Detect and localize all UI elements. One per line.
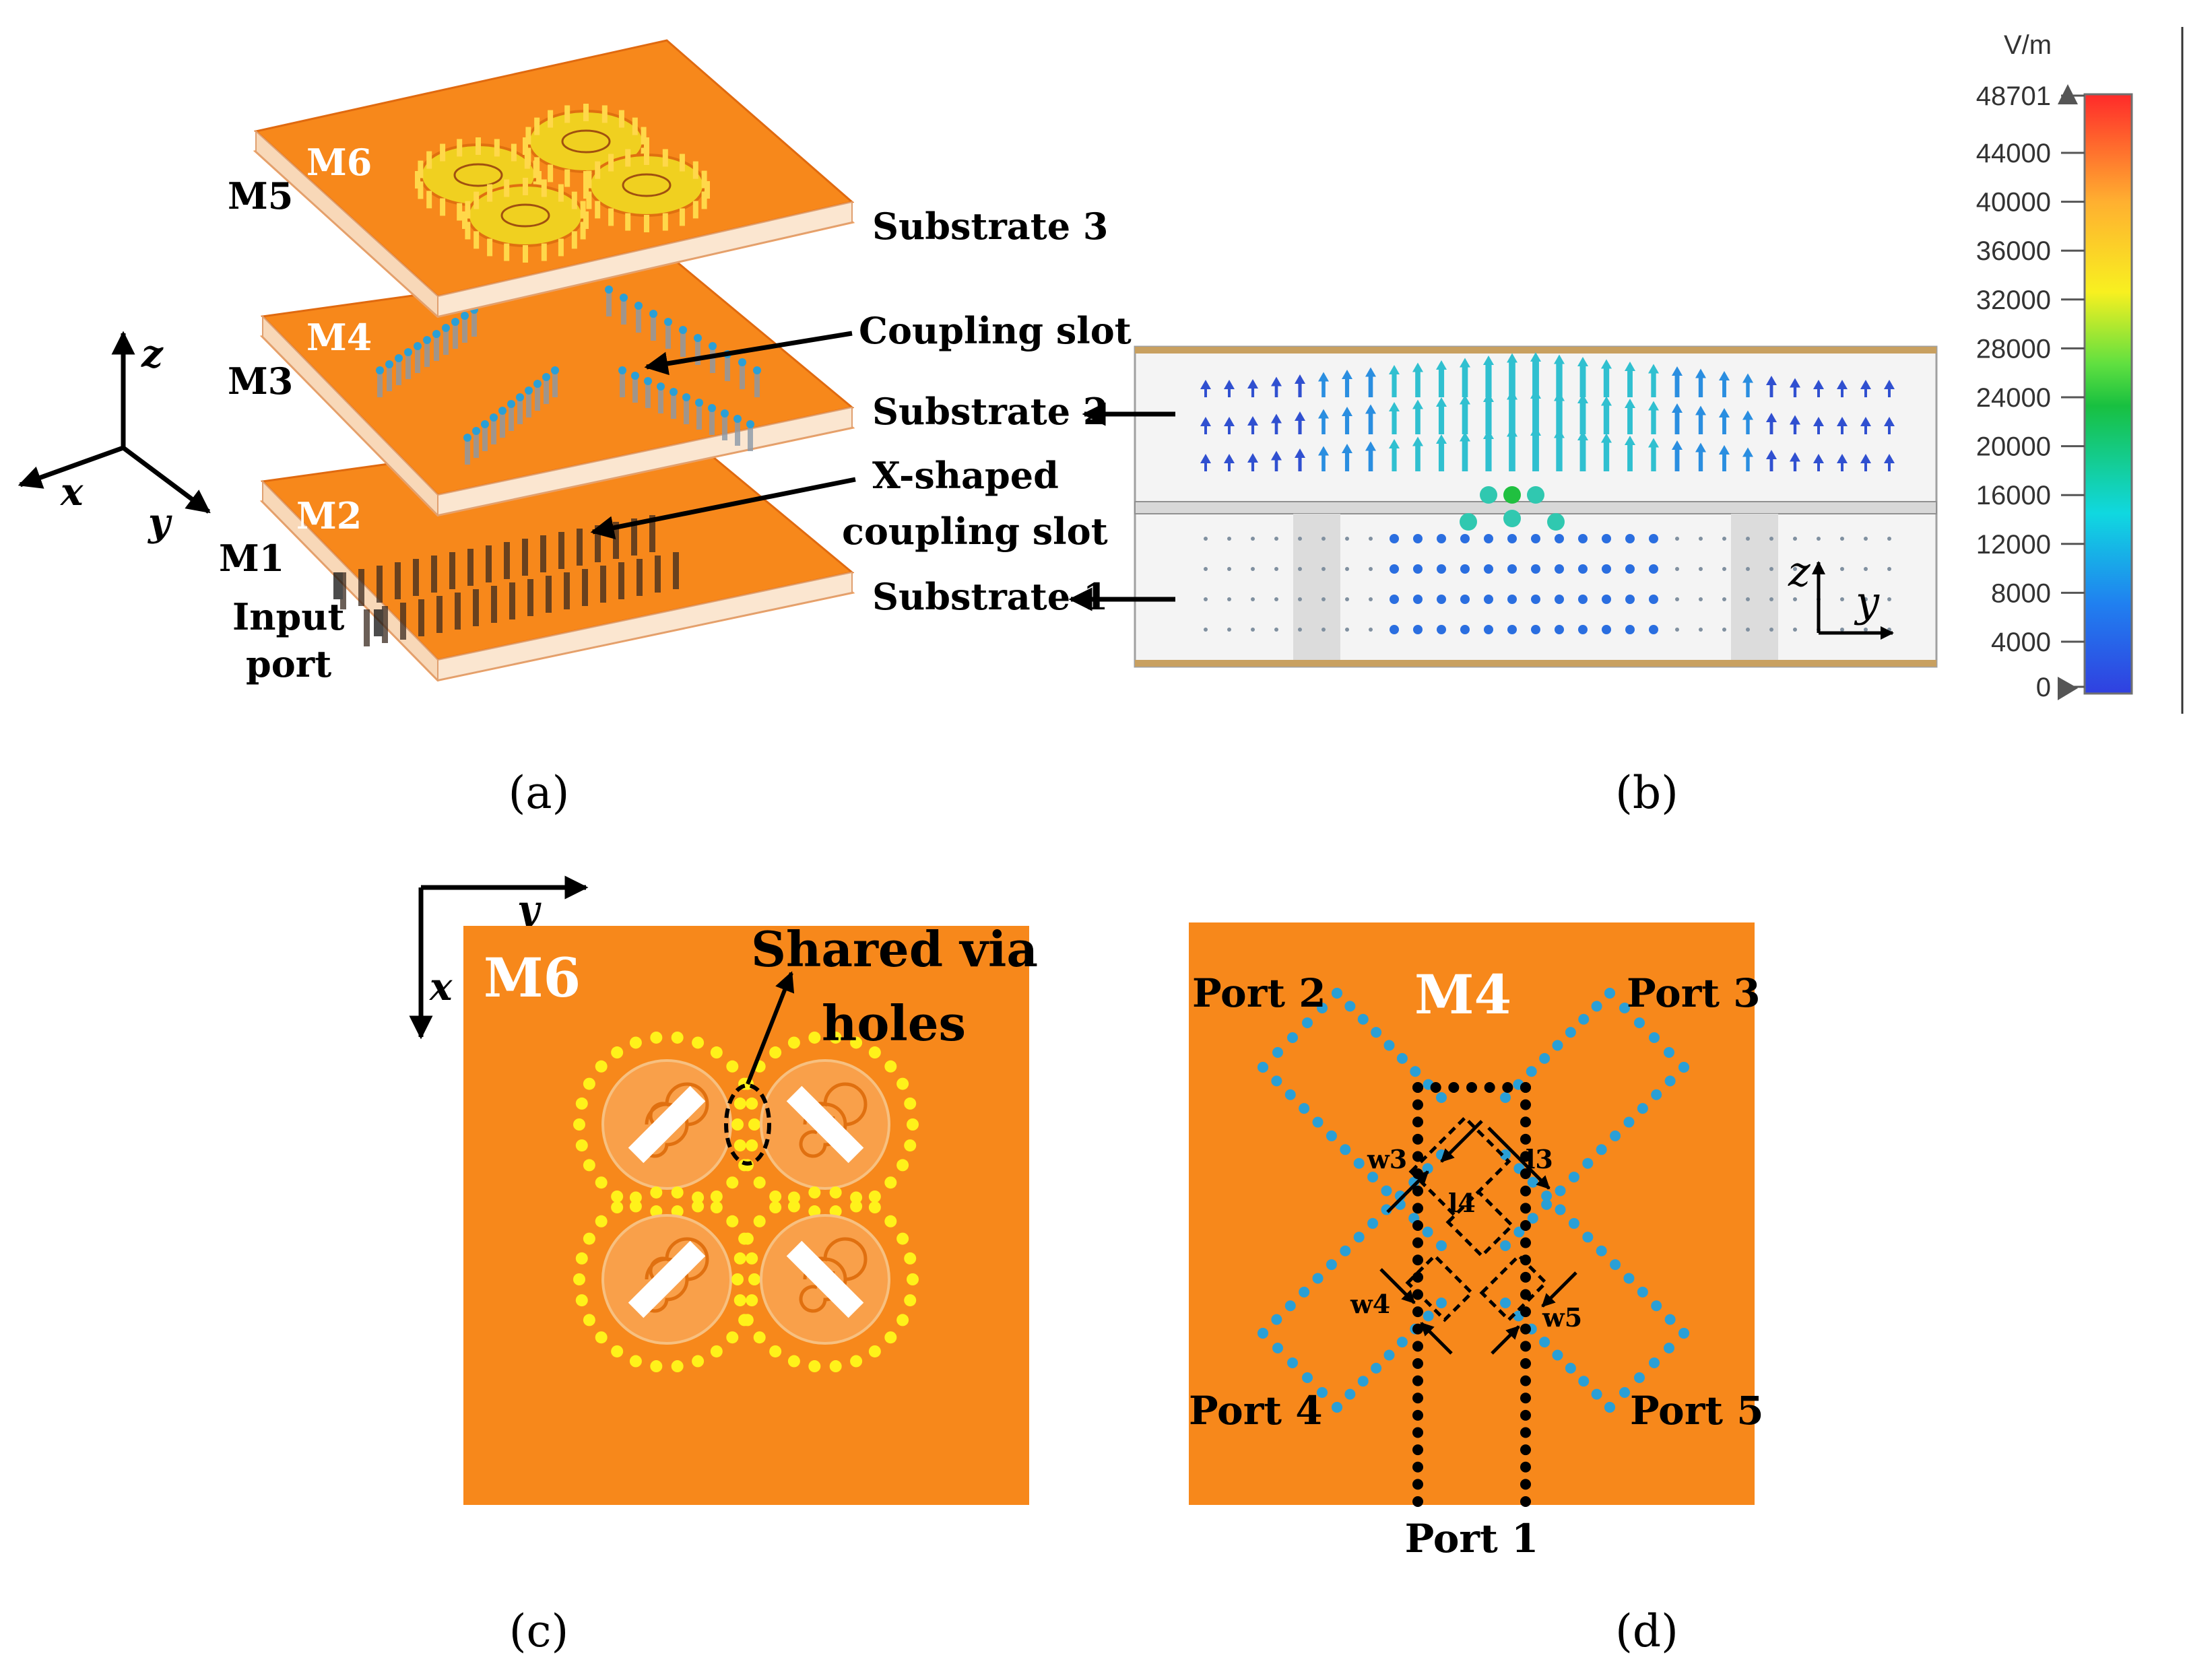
m6-board xyxy=(463,926,1029,1505)
panel-d: M4 Port 2 Port 3 Port 4 Port 5 Port 1 w3… xyxy=(1189,922,1764,1657)
port-1-label: Port 1 xyxy=(1405,1516,1539,1561)
axis-x-label-c: x xyxy=(429,965,453,1009)
panel-c: y x M6 Shared via holes (c) xyxy=(409,875,1038,1657)
colorbar-tick-label: 48701 xyxy=(1976,81,2051,111)
axis-y-label: y xyxy=(147,500,172,545)
shared-via-label-2: holes xyxy=(822,995,966,1052)
dim-w4: w4 xyxy=(1350,1289,1390,1319)
label-m5: M5 xyxy=(228,174,293,217)
colorbar-tick-label: 20000 xyxy=(1976,432,2051,462)
panel-b: z y V/m 48701440004000036000320002800024… xyxy=(1068,27,2184,819)
port-3-label: Port 3 xyxy=(1627,970,1761,1016)
colorbar-tick-label: 40000 xyxy=(1976,188,2051,217)
colorbar-ticks: 4870144000400003600032000280002400020000… xyxy=(1976,81,2085,702)
colorbar-bottom-marker xyxy=(2058,677,2078,700)
colorbar xyxy=(2083,93,2133,695)
pointer-arrows-b xyxy=(1068,402,1175,611)
dim-l4: l4 xyxy=(1448,1188,1476,1218)
label-m4: M4 xyxy=(306,316,372,359)
panel-a: z x y M6 M5 M4 M3 M2 M1 Input port Subst… xyxy=(18,39,1132,819)
colorbar-tick-label: 36000 xyxy=(1976,236,2051,266)
label-m2: M2 xyxy=(296,494,362,537)
label-m1: M1 xyxy=(219,537,284,580)
axis-y-label-b: y xyxy=(1854,577,1880,626)
colorbar-tick-label: 12000 xyxy=(1976,530,2051,560)
m6-patches xyxy=(573,1031,919,1373)
axis-xy-c xyxy=(409,875,589,1040)
axis-x-label: x xyxy=(60,470,84,514)
port-4-label: Port 4 xyxy=(1189,1388,1323,1434)
port-5-label: Port 5 xyxy=(1630,1388,1764,1434)
via-row-bottom xyxy=(333,515,679,646)
colorbar-tick-label: 8000 xyxy=(1991,578,2051,608)
board-middle xyxy=(259,258,855,517)
colorbar-tick-label: 16000 xyxy=(1976,481,2051,510)
shared-via-highlight xyxy=(724,1083,771,1166)
label-m3: M3 xyxy=(228,360,293,403)
x-cavity-vias xyxy=(376,285,761,465)
port-2-label: Port 2 xyxy=(1192,970,1326,1016)
field-vectors xyxy=(1200,352,1895,634)
patch-antennas-3d xyxy=(415,104,710,263)
shared-via-pointer xyxy=(746,971,795,1085)
m4-coupling-slots xyxy=(1405,1115,1548,1322)
caption-a: (a) xyxy=(509,767,570,819)
colorbar-tick-label: 32000 xyxy=(1976,285,2051,315)
shared-via-label-1: Shared via xyxy=(751,920,1038,978)
m6-title: M6 xyxy=(484,946,581,1009)
colorbar-tick-label: 4000 xyxy=(1991,628,2051,657)
input-port-label-2: port xyxy=(246,642,331,685)
colorbar-tick-label: 24000 xyxy=(1976,383,2051,413)
caption-c: (c) xyxy=(509,1605,568,1657)
x-slot-label-1: X-shaped xyxy=(872,454,1059,497)
colorbar-tick-label: 0 xyxy=(2036,673,2051,702)
board-top xyxy=(253,39,855,318)
axis-triad-a xyxy=(18,331,211,514)
dim-w3: w3 xyxy=(1367,1144,1407,1174)
axis-z-label-b: z xyxy=(1788,547,1810,596)
colorbar-tick-label: 44000 xyxy=(1976,139,2051,168)
substrate-3-label: Substrate 3 xyxy=(872,205,1108,248)
substrate-2-label: Substrate 2 xyxy=(872,390,1108,433)
m4-vias xyxy=(1258,988,1689,1507)
x-slot-label-2: coupling slot xyxy=(842,510,1108,553)
m4-dimension-arrows xyxy=(1379,1120,1577,1355)
colorbar-unit: V/m xyxy=(2004,30,2052,60)
colorbar-tick-label: 28000 xyxy=(1976,334,2051,364)
caption-d: (d) xyxy=(1615,1605,1678,1657)
input-port-label-1: Input xyxy=(232,595,345,638)
dim-l3: l3 xyxy=(1526,1144,1553,1174)
axis-zy-b xyxy=(1812,561,1894,640)
label-m6: M6 xyxy=(306,141,372,184)
dim-w5: w5 xyxy=(1542,1302,1582,1333)
m4-board xyxy=(1189,922,1755,1505)
colorbar-top-marker xyxy=(2058,84,2078,104)
coupling-slot-label: Coupling slot xyxy=(859,309,1132,352)
substrate-1-label: Substrate 1 xyxy=(872,575,1108,618)
axis-y-label-c: y xyxy=(516,887,542,932)
caption-b: (b) xyxy=(1615,767,1678,819)
axis-z-label: z xyxy=(141,332,164,376)
m4-title: M4 xyxy=(1414,963,1511,1026)
pointer-arrows-a xyxy=(590,331,856,539)
